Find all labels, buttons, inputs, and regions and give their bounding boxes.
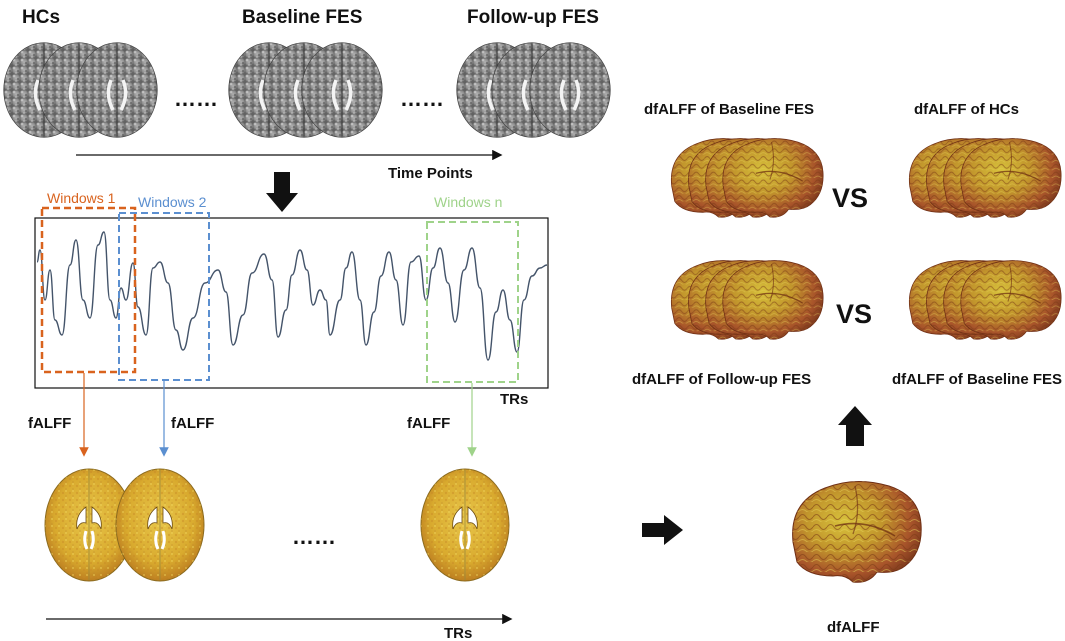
trs-label-bottom: TRs xyxy=(444,625,472,641)
brain-stack-baseline-top xyxy=(670,137,824,218)
falff-map-window-2 xyxy=(114,467,206,583)
brain-stack-hcs xyxy=(908,137,1062,218)
ellipsis-top-1: …… xyxy=(174,86,218,111)
brain-stack-followup xyxy=(670,259,824,340)
time-points-label: Time Points xyxy=(388,165,473,182)
falff-label-n: fALFF xyxy=(407,415,450,432)
label-baseline-fes: Baseline FES xyxy=(242,7,362,28)
down-arrow-icon xyxy=(266,172,298,212)
label-dfalff-baseline-bottom: dfALFF of Baseline FES xyxy=(892,371,1062,388)
up-arrow-icon xyxy=(838,406,872,446)
window-1-box xyxy=(40,206,137,374)
right-arrow-icon xyxy=(642,515,683,545)
hcs-slice-stack xyxy=(2,41,159,139)
window-1-label: Windows 1 xyxy=(47,190,116,206)
label-followup-fes: Follow-up FES xyxy=(467,7,599,28)
label-dfalff-followup: dfALFF of Follow-up FES xyxy=(632,371,811,388)
dfalff-label: dfALFF xyxy=(827,619,879,636)
label-hcs: HCs xyxy=(22,7,60,28)
followup-slice-stack xyxy=(455,41,612,139)
trs-label-signal: TRs xyxy=(500,391,528,408)
dfalff-brain xyxy=(791,480,923,584)
falff-label-2: fALFF xyxy=(171,415,214,432)
vs-bottom: VS xyxy=(836,299,872,329)
falff-map-window-n xyxy=(419,467,511,583)
window-2-label: Windows 2 xyxy=(138,194,207,210)
signal-panel xyxy=(34,217,549,389)
falff-label-1: fALFF xyxy=(28,415,71,432)
ellipsis-top-2: …… xyxy=(400,86,444,111)
label-dfalff-baseline-top: dfALFF of Baseline FES xyxy=(644,101,814,118)
ellipsis-bottom: …… xyxy=(292,524,336,549)
vs-top: VS xyxy=(832,183,868,213)
window-n-label: Windows n xyxy=(434,194,502,210)
bold-signal-line xyxy=(36,231,548,361)
window-2-box xyxy=(118,212,210,381)
window-n-box xyxy=(426,221,519,383)
brain-stack-baseline-bottom xyxy=(908,259,1062,340)
label-dfalff-hcs: dfALFF of HCs xyxy=(914,101,1019,118)
baseline-slice-stack xyxy=(227,41,384,139)
